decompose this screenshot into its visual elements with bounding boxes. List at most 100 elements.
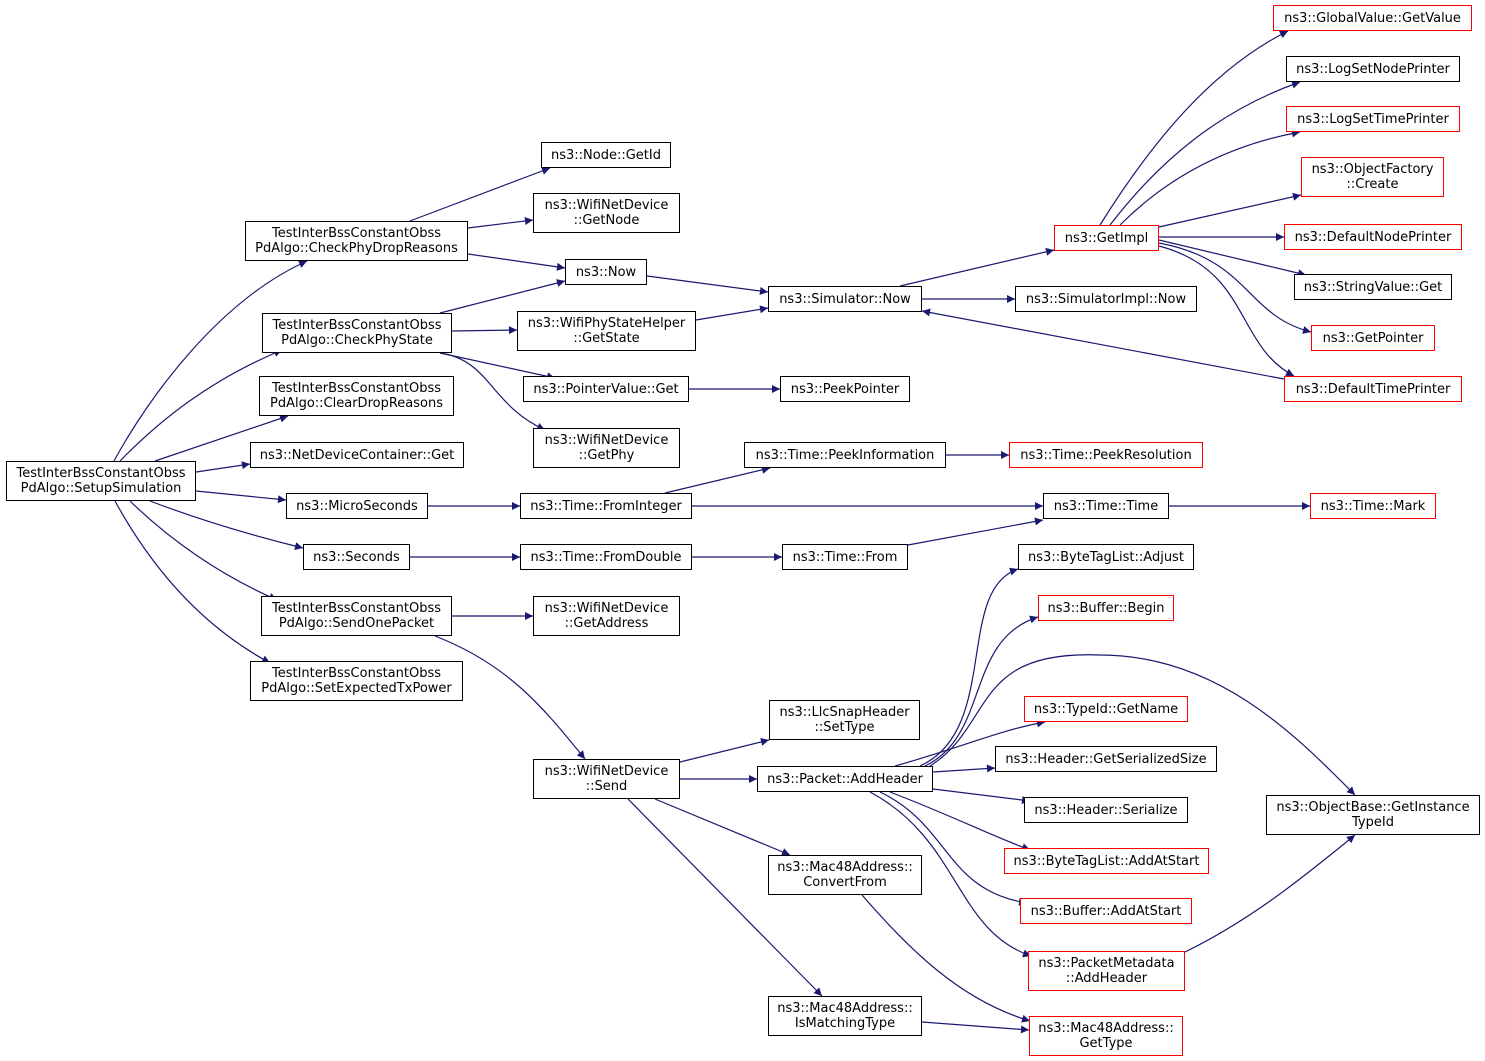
edge-getimpl-getpointer — [1158, 242, 1312, 334]
node-label-line2: ::GetPhy — [578, 448, 635, 463]
node-netdevicecontainer-get[interactable]: ns3::NetDeviceContainer::Get — [250, 442, 464, 468]
node-header-serialize[interactable]: ns3::Header::Serialize — [1024, 797, 1188, 823]
node-wifinetdevice-send[interactable]: ns3::WifiNetDevice::Send — [533, 759, 680, 799]
node-mac48address-gettype[interactable]: ns3::Mac48Address::GetType — [1029, 1016, 1183, 1056]
node-simulatorimpl-now[interactable]: ns3::SimulatorImpl::Now — [1015, 286, 1197, 312]
node-objectfactory-create[interactable]: ns3::ObjectFactory::Create — [1301, 157, 1444, 197]
node-header-getserializedsize[interactable]: ns3::Header::GetSerializedSize — [995, 746, 1217, 772]
node-label-line1: ns3::Node::GetId — [551, 147, 661, 163]
edge-now-simnow — [646, 275, 769, 295]
node-getpointer[interactable]: ns3::GetPointer — [1311, 325, 1435, 351]
node-microseconds[interactable]: ns3::MicroSeconds — [286, 493, 428, 519]
node-label-line2: ::Create — [1346, 177, 1399, 192]
node-label-line1: ns3::Time::FromDouble — [530, 549, 682, 565]
node-time-mark[interactable]: ns3::Time::Mark — [1310, 493, 1436, 519]
node-logsettimeprinter[interactable]: ns3::LogSetTimePrinter — [1286, 106, 1460, 132]
node-label-line2: ::GetNode — [573, 213, 640, 228]
node-time-time[interactable]: ns3::Time::Time — [1043, 493, 1169, 519]
node-peekpointer[interactable]: ns3::PeekPointer — [780, 376, 910, 402]
edge-addheader-bufbegin — [924, 615, 1039, 767]
node-llcsnapheader-settype[interactable]: ns3::LlcSnapHeader::SetType — [769, 700, 920, 740]
node-simulator-now[interactable]: ns3::Simulator::Now — [768, 286, 922, 312]
node-label-line1: ns3::Time::PeekInformation — [755, 447, 935, 463]
edge-setup-sendone — [129, 500, 278, 601]
node-label-line2: TypeId — [1352, 815, 1394, 830]
node-globalvalue-getvalue[interactable]: ns3::GlobalValue::GetValue — [1273, 5, 1472, 31]
node-typeid-getname[interactable]: ns3::TypeId::GetName — [1024, 696, 1188, 722]
node-label-line1: TestInterBssConstantObss — [271, 666, 442, 681]
edge-wpshgetstate-simnow — [695, 305, 769, 321]
node-label-line1: ns3::Time::Time — [1053, 498, 1159, 514]
node-time-peekinformation[interactable]: ns3::Time::PeekInformation — [744, 442, 946, 468]
node-wifinetdevice-getaddress[interactable]: ns3::WifiNetDevice::GetAddress — [533, 596, 680, 636]
node-label-line1: ns3::DefaultTimePrinter — [1295, 381, 1451, 397]
node-stringvalue-get[interactable]: ns3::StringValue::Get — [1294, 274, 1452, 300]
node-defaulttimeprinter[interactable]: ns3::DefaultTimePrinter — [1284, 376, 1462, 402]
edge-getimpl-strvalget — [1158, 239, 1307, 278]
node-mac48address-convertfrom[interactable]: ns3::Mac48Address::ConvertFrom — [768, 855, 922, 895]
node-label-line1: ns3::GlobalValue::GetValue — [1284, 10, 1461, 26]
edge-simnow-getimpl — [899, 247, 1055, 287]
node-label-line1: ns3::LogSetTimePrinter — [1297, 111, 1449, 127]
node-node-getid[interactable]: ns3::Node::GetId — [541, 142, 671, 168]
edge-addheader-hdrsize — [932, 764, 996, 773]
node-label-line1: ns3::Buffer::AddAtStart — [1030, 903, 1182, 919]
node-wifinetdevice-getphy[interactable]: ns3::WifiNetDevice::GetPhy — [533, 428, 680, 468]
node-label-line2: ConvertFrom — [803, 875, 887, 890]
node-bytetaglist-adjust[interactable]: ns3::ByteTagList::Adjust — [1018, 544, 1194, 570]
node-pointervalue-get[interactable]: ns3::PointerValue::Get — [523, 376, 689, 402]
node-label-line1: ns3::Header::GetSerializedSize — [1005, 751, 1207, 767]
node-packet-addheader[interactable]: ns3::Packet::AddHeader — [757, 766, 933, 792]
node-logsetnodeprinter[interactable]: ns3::LogSetNodePrinter — [1286, 56, 1460, 82]
node-time-peekresolution[interactable]: ns3::Time::PeekResolution — [1009, 442, 1203, 468]
edge-getimpl-deftimeprinter — [1158, 245, 1295, 377]
node-wifinetdevice-getnode[interactable]: ns3::WifiNetDevice::GetNode — [533, 193, 680, 233]
edge-timefrom-timetime — [907, 517, 1044, 546]
node-defaultnodeprinter[interactable]: ns3::DefaultNodePrinter — [1284, 224, 1462, 250]
edge-getimpl-objfactory — [1158, 192, 1302, 228]
node-label-line1: ns3::PacketMetadata — [1038, 956, 1175, 971]
edge-checkstate-now — [439, 279, 566, 314]
node-label-line1: ns3::Mac48Address:: — [1038, 1021, 1174, 1036]
edge-setup-seconds — [149, 500, 304, 550]
node-mac48address-ismatchingtype[interactable]: ns3::Mac48Address::IsMatchingType — [768, 996, 922, 1036]
node-label-line2: PdAlgo::ClearDropReasons — [270, 396, 443, 411]
edge-ismatching-macgettype — [921, 1021, 1030, 1034]
node-packetmetadata-addheader[interactable]: ns3::PacketMetadata::AddHeader — [1028, 951, 1185, 991]
edge-checkdrop-wndgetnode — [467, 217, 534, 229]
node-buffer-begin[interactable]: ns3::Buffer::Begin — [1038, 595, 1174, 621]
node-label-line1: ns3::Mac48Address:: — [777, 860, 913, 875]
edge-getimpl-logsetnode — [1109, 80, 1301, 226]
node-time-frominteger[interactable]: ns3::Time::FromInteger — [520, 493, 692, 519]
node-label-line1: ns3::Packet::AddHeader — [767, 771, 923, 787]
edge-checkstate-pvget — [439, 352, 556, 381]
node-buffer-addatstart[interactable]: ns3::Buffer::AddAtStart — [1020, 898, 1192, 924]
edge-wndsend-ismatching — [627, 798, 823, 997]
node-seconds[interactable]: ns3::Seconds — [303, 544, 410, 570]
node-label-line1: ns3::WifiNetDevice — [544, 764, 669, 779]
node-bytetaglist-addatstart[interactable]: ns3::ByteTagList::AddAtStart — [1004, 848, 1209, 874]
node-getimpl[interactable]: ns3::GetImpl — [1054, 225, 1159, 251]
node-label-line1: ns3::GetImpl — [1064, 230, 1149, 246]
node-label-line2: ::Send — [585, 779, 628, 794]
node-label-line2: ::SetType — [814, 720, 875, 735]
edge-addheader-typeidgetname — [894, 719, 1046, 767]
edge-deftimeprinter-simnow — [921, 308, 1285, 380]
edge-setup-checkstate — [119, 349, 283, 462]
node-wifiphystatehelper-getstate[interactable]: ns3::WifiPhyStateHelper::GetState — [517, 311, 696, 351]
edge-addheader-bufaddstart — [879, 791, 1028, 906]
node-time-from[interactable]: ns3::Time::From — [782, 544, 908, 570]
node-label-line1: ns3::Mac48Address:: — [777, 1001, 913, 1016]
node-label-line1: TestInterBssConstantObss — [272, 318, 442, 333]
node-now[interactable]: ns3::Now — [565, 259, 647, 285]
node-time-fromdouble[interactable]: ns3::Time::FromDouble — [520, 544, 692, 570]
